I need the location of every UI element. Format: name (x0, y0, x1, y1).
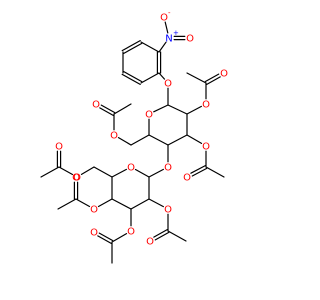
negative-charge-label: - (168, 9, 171, 17)
double-bond-line (97, 235, 112, 244)
single-bond (111, 233, 128, 243)
oxygen-atom-label: O (202, 100, 210, 111)
single-bond (148, 198, 164, 208)
oxygen-atom-label: O (90, 205, 98, 216)
oxygen-atom-label: O (73, 173, 81, 184)
oxygen-atom-label: O (160, 13, 168, 24)
single-bond (148, 168, 164, 178)
single-bond (153, 104, 169, 113)
single-bond (186, 72, 207, 84)
double-bond-line (123, 42, 143, 55)
double-bond-line (154, 231, 170, 241)
oxygen-atom-label: O (202, 142, 210, 153)
double-bond-line (204, 73, 220, 83)
oxygen-atom-label: O (127, 163, 135, 174)
double-bond-line (98, 232, 114, 242)
double-bond-line (123, 70, 143, 83)
single-bond (80, 166, 95, 175)
single-bond (113, 103, 132, 115)
double-bond-line (99, 107, 114, 117)
single-bond (140, 72, 160, 84)
single-bond (75, 198, 91, 208)
double-bond-line (121, 39, 141, 52)
oxygen-atom-label: O (186, 34, 194, 45)
single-bond (130, 134, 150, 146)
nitrogen-atom-label: N (165, 34, 172, 45)
double-bond-line (121, 73, 141, 86)
bonds-layer (40, 21, 225, 264)
single-bond (93, 166, 113, 178)
double-bond-line (190, 165, 206, 174)
positive-charge-label: + (173, 29, 179, 37)
oxygen-atom-label: O (146, 237, 154, 248)
single-bond (158, 41, 167, 53)
oxygen-atom-label: O (72, 173, 80, 184)
oxygen-atom-label: O (164, 163, 172, 174)
oxygen-atom-label: O (183, 173, 191, 184)
oxygen-atom-label: O (164, 205, 172, 216)
oxygen-atom-label: O (164, 79, 172, 90)
single-bond (167, 104, 188, 115)
single-bond (134, 168, 150, 178)
single-bond (164, 21, 169, 34)
double-bond-line (206, 76, 221, 86)
single-bond (111, 168, 128, 178)
single-bond (186, 105, 202, 115)
single-bond (167, 230, 187, 242)
single-bond (40, 166, 60, 178)
single-bond (58, 166, 74, 176)
single-bond (130, 198, 150, 210)
single-bond (167, 134, 188, 146)
oxygen-atom-label: O (145, 110, 153, 121)
single-bond (140, 41, 160, 53)
single-bond (158, 72, 166, 80)
single-bond (186, 134, 203, 144)
double-bond-line (153, 229, 168, 238)
single-bond (97, 198, 113, 208)
oxygen-atom-label: O (92, 100, 100, 111)
oxygen-atom-label: O (127, 227, 135, 238)
oxygen-atom-label: O (220, 69, 228, 80)
oxygen-atom-label: O (110, 131, 118, 142)
oxygen-atom-label: O (55, 142, 63, 153)
single-bond (57, 198, 77, 210)
single-bond (205, 166, 225, 178)
single-bond (117, 137, 132, 146)
single-bond (111, 198, 132, 210)
double-bond-line (191, 167, 208, 177)
single-bond (148, 134, 169, 146)
oxygen-atom-label: O (90, 228, 98, 239)
double-bond-line (100, 104, 116, 114)
